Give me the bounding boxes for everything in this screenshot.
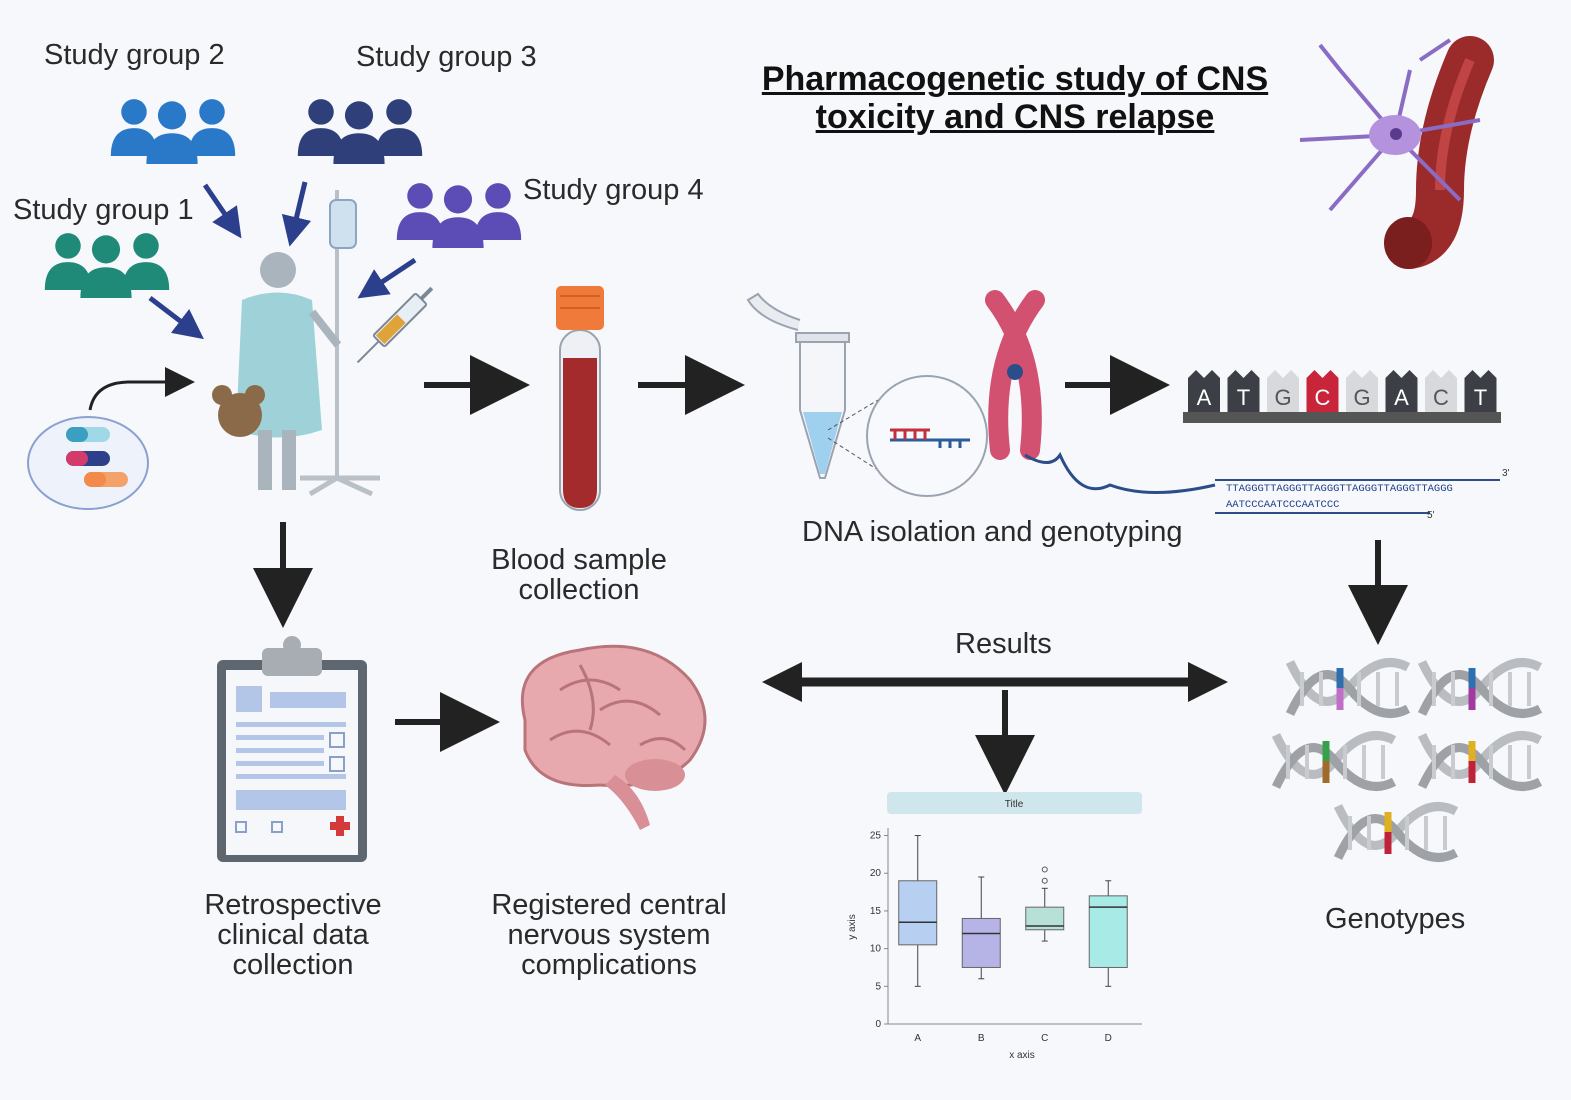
sequence-end-3: 3' [1502,468,1510,479]
blood-sample-label-line-1: Blood sample [491,544,667,576]
study-group-4-label: Study group 4 [523,174,704,206]
base-tile: G [1346,370,1378,412]
brain-icon [520,644,707,830]
patient-icon [212,190,380,497]
y-tick-label: 0 [875,1019,881,1030]
outlier-point [1041,866,1048,873]
box [898,880,938,946]
y-tick-label: 20 [870,868,882,879]
base-letter: A [1394,385,1409,410]
dna-helix [1333,802,1459,862]
cns-label-line-1: Registered central [491,889,727,921]
y-tick-label: 25 [870,831,882,842]
study-group-1-label: Study group 1 [13,194,194,226]
base-tile: T [1464,370,1497,412]
chart-title: Title [1005,799,1024,810]
chromosome-icon: TTAGGGTTAGGGTTAGGGTTAGGGTTAGGGTTAGGG AAT… [985,290,1510,521]
base-tile: T [1227,370,1260,412]
results-double-arrow [762,662,1228,702]
base-tile: A [1385,370,1418,412]
base-letter: T [1237,385,1250,410]
dna-helix [1271,731,1397,791]
base-tile: G [1267,370,1299,412]
x-tick-label: C [1041,1033,1048,1044]
study-group-3-label: Study group 3 [356,41,537,73]
cns-label-line-2: nervous system [507,919,711,951]
cns-complications-label: Registered central nervous system compli… [478,890,740,980]
dna-helix [1417,731,1543,791]
base-tile: C [1306,370,1339,412]
syringe-icon [356,286,434,364]
group-icon-2 [110,99,236,164]
group-icon-1 [44,233,170,298]
y-tick-label: 5 [875,981,881,992]
box-series-C [1025,866,1065,942]
box-series-D [1088,880,1128,987]
base-letter: G [1353,385,1370,410]
box [961,917,1001,968]
dna-helix [1417,658,1543,718]
group-icon-3 [297,99,423,164]
results-label: Results [955,628,1052,660]
pills-icon [27,367,195,510]
retrospective-label: Retrospective clinical data collection [182,890,404,980]
chart-x-label: x axis [1009,1050,1035,1061]
retrospective-label-line-3: collection [232,949,354,981]
box-series-B [961,876,1001,980]
results-boxplot: Title x axis y axis 0 5 10 15 20 25A B C D [847,792,1142,1061]
group-arrows [148,181,417,340]
sequence-line-1: TTAGGGTTAGGGTTAGGGTTAGGGTTAGGGTTAGGG [1226,483,1453,495]
page-title: Pharmacogenetic study of CNS toxicity an… [735,60,1295,136]
base-letter: C [1433,385,1449,410]
study-group-2-label: Study group 2 [44,39,225,71]
chart-y-label: y axis [847,914,858,940]
dna-helix [1285,658,1411,718]
title-line-2: toxicity and CNS relapse [815,98,1215,136]
base-tile: A [1188,370,1220,412]
genotypes-label: Genotypes [1325,903,1466,935]
box [1025,906,1065,931]
base-letter: A [1197,385,1212,410]
dna-isolation-label: DNA isolation and genotyping [802,516,1183,548]
sequence-end-5: 5' [1427,510,1435,521]
cns-label-line-3: complications [521,949,697,981]
retrospective-label-line-1: Retrospective [204,889,382,921]
box-series-A [898,835,938,987]
flow-arrows [253,355,1408,795]
dna-tube-icon [746,292,988,497]
neuron-vessel-icon [1299,36,1494,269]
chart-title-bar [887,792,1142,814]
blood-sample-label-line-2: collection [518,574,640,606]
x-tick-label: A [914,1033,921,1044]
y-tick-label: 15 [870,906,882,917]
group-icon-4 [396,183,522,248]
x-tick-label: B [978,1033,985,1044]
base-letter: C [1315,385,1331,410]
blood-sample-label: Blood sample collection [468,545,690,605]
y-tick-label: 10 [870,944,882,955]
base-letter: T [1474,385,1487,410]
clipboard-icon [217,636,367,862]
sequence-line-2: AATCCCAATCCCAATCCC [1226,499,1339,511]
outlier-point [1041,877,1048,884]
title-line-1: Pharmacogenetic study of CNS [761,60,1269,98]
blood-tube-icon [556,286,604,511]
base-letter: G [1274,385,1291,410]
x-tick-label: D [1105,1033,1112,1044]
genotype-helixes [1271,658,1543,862]
retrospective-label-line-2: clinical data [217,919,369,951]
base-tile: C [1425,370,1457,412]
